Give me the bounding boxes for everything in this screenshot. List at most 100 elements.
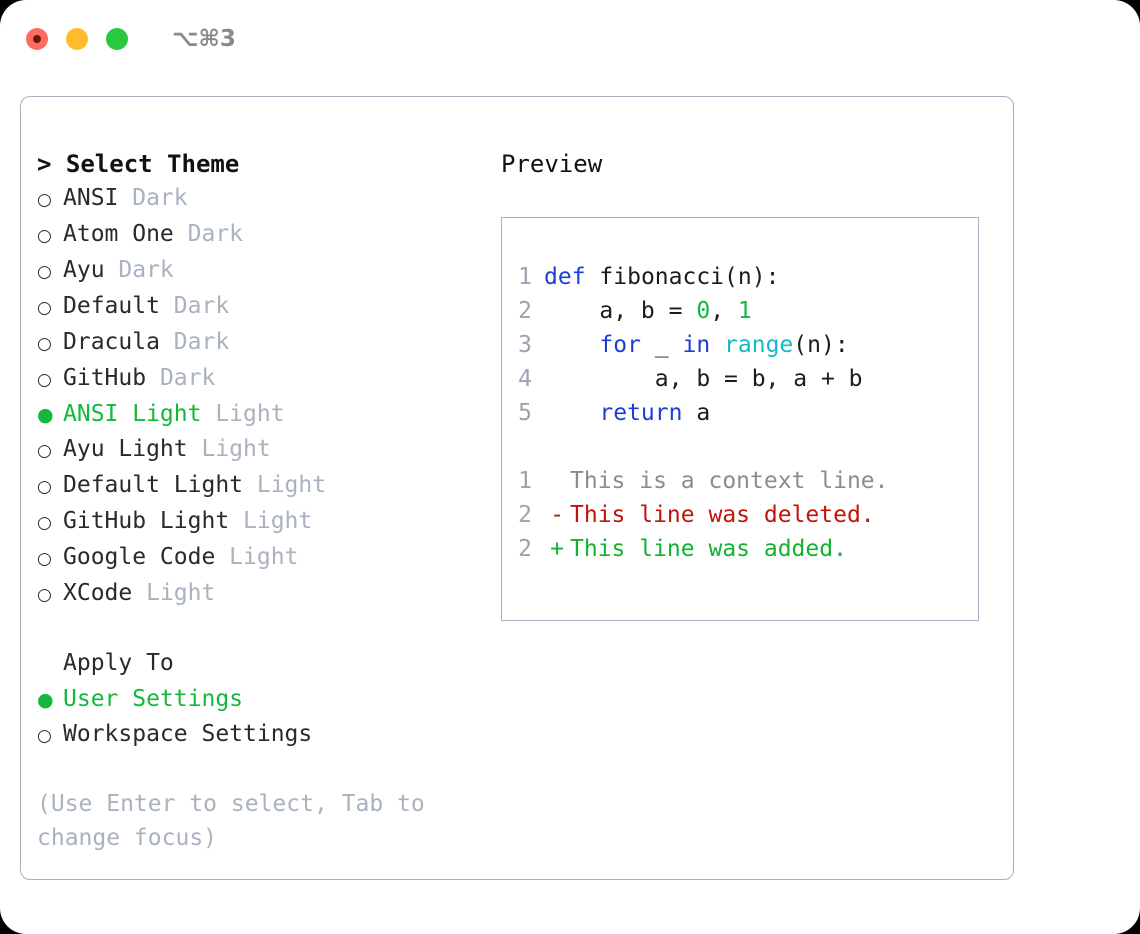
radio-selected-icon[interactable]: ● (37, 689, 54, 711)
diff-line: 1 This is a context line. (502, 464, 978, 498)
code-token-kw: return (599, 400, 683, 426)
theme-option-variant: Light (132, 580, 216, 606)
diff-marker: + (550, 536, 564, 562)
apply-to-option-label: Workspace Settings (63, 721, 313, 747)
theme-option-variant: Light (229, 508, 313, 534)
theme-option-label: Default Light (63, 472, 244, 498)
minimize-button[interactable] (66, 28, 88, 50)
apply-to-heading: Apply To (63, 650, 174, 676)
theme-option-ansi[interactable]: ○ ANSI Dark (37, 181, 497, 217)
theme-option-variant: Dark (159, 293, 230, 319)
diff-line-number: 2 (518, 502, 532, 528)
radio-unselected-icon[interactable]: ○ (37, 226, 52, 246)
theme-option-ayu[interactable]: ○ Ayu Dark (37, 253, 497, 289)
keyboard-shortcut-label: ⌥⌘3 (172, 26, 236, 52)
code-token-kw: def (544, 264, 586, 290)
code-line-number: 5 (518, 400, 532, 426)
code-token-num: 0 (696, 298, 711, 324)
code-token-plain (586, 264, 600, 290)
theme-option-variant: Dark (104, 257, 174, 283)
apply-to-option-user-settings[interactable]: ●User Settings (37, 682, 497, 717)
code-token-plain: a (682, 400, 711, 426)
theme-option-label: Default (63, 293, 160, 319)
theme-picker-column: > Select Theme ○ANSI Dark○Atom One Dark○… (37, 147, 497, 855)
code-line-text: for _ in range(n): (544, 328, 848, 362)
radio-selected-icon[interactable]: ● (37, 404, 54, 426)
radio-unselected-icon[interactable]: ○ (37, 190, 52, 210)
code-token-kw: in (682, 332, 711, 358)
theme-option-variant: Light (215, 544, 299, 570)
theme-option-variant: Dark (118, 185, 188, 211)
code-line-text: a, b = b, a + b (544, 362, 863, 396)
theme-option-label: ANSI Light (63, 401, 202, 427)
theme-option-variant: Dark (159, 329, 230, 355)
theme-option-github[interactable]: ○ GitHub Dark (37, 361, 497, 397)
theme-option-label: Dracula (63, 329, 160, 355)
code-token-kw: for (599, 332, 641, 358)
diff-line-text: This is a context line. (570, 468, 889, 494)
diff-line: 2+This line was added. (502, 532, 978, 566)
theme-option-default-light[interactable]: ○ Default Light Light (37, 468, 497, 504)
code-line-number: 2 (518, 298, 532, 324)
apply-to-list: ●User Settings ○ Workspace Settings (37, 682, 497, 753)
radio-unselected-icon[interactable]: ○ (37, 513, 52, 533)
code-token-plain (710, 332, 724, 358)
theme-option-label: Ayu Light (63, 436, 188, 462)
theme-option-variant: Light (187, 436, 271, 462)
theme-option-label: XCode (63, 580, 133, 606)
code-token-plain: a, b = (544, 298, 697, 324)
main-panel: > Select Theme ○ANSI Dark○Atom One Dark○… (20, 96, 1014, 880)
theme-list: ○ ANSI Dark ○ Atom One Dark ○ Ayu Dark ○ Defaul… (37, 181, 497, 612)
code-line-number: 4 (518, 366, 532, 392)
theme-option-label: GitHub (63, 365, 147, 391)
theme-option-variant: Dark (146, 365, 216, 391)
radio-unselected-icon[interactable]: ○ (37, 262, 52, 282)
spacer-icon: ○ (37, 648, 63, 682)
diff-marker: - (550, 502, 564, 528)
code-token-plain: _ (640, 332, 683, 358)
radio-unselected-icon[interactable]: ○ (37, 334, 52, 354)
theme-option-label: GitHub Light (63, 508, 230, 534)
code-token-plain: , (710, 298, 738, 324)
apply-to-option-workspace-settings[interactable]: ○ Workspace Settings (37, 717, 497, 753)
code-line-number: 1 (518, 264, 532, 290)
maximize-button[interactable] (106, 28, 128, 50)
radio-unselected-icon[interactable]: ○ (37, 477, 52, 497)
code-line: 3 for _ in range(n): (502, 328, 978, 362)
theme-option-variant: Light (201, 401, 285, 427)
title-bar: ⌥⌘3 (0, 0, 1140, 78)
theme-option-label: ANSI (63, 185, 119, 211)
radio-unselected-icon[interactable]: ○ (37, 726, 52, 746)
radio-unselected-icon[interactable]: ○ (37, 441, 52, 461)
theme-option-dracula[interactable]: ○ Dracula Dark (37, 325, 497, 361)
theme-option-ansi-light[interactable]: ● ANSI Light Light (37, 397, 497, 432)
diff-line-text: This line was added. (570, 536, 847, 562)
theme-option-label: Google Code (63, 544, 216, 570)
theme-option-label: Ayu (63, 257, 105, 283)
code-line: 2 a, b = 0, 1 (502, 294, 978, 328)
theme-option-variant: Light (243, 472, 327, 498)
code-token-plain (544, 400, 599, 426)
theme-option-ayu-light[interactable]: ○ Ayu Light Light (37, 432, 497, 468)
theme-option-xcode[interactable]: ○ XCode Light (37, 576, 497, 612)
radio-unselected-icon[interactable]: ○ (37, 585, 52, 605)
diff-marker (544, 464, 570, 498)
theme-option-atom-one[interactable]: ○Atom One Dark (37, 217, 497, 253)
code-line: 5 return a (502, 396, 978, 430)
theme-option-default[interactable]: ○ Default Dark (37, 289, 497, 325)
code-token-fn: range (724, 332, 794, 358)
theme-option-label: Atom One (63, 221, 174, 247)
theme-option-github-light[interactable]: ○ GitHub Light Light (37, 504, 497, 540)
radio-unselected-icon[interactable]: ○ (37, 370, 52, 390)
radio-unselected-icon[interactable]: ○ (37, 298, 52, 318)
preview-heading: Preview (501, 150, 603, 178)
theme-option-google-code[interactable]: ○ Google Code Light (37, 540, 497, 576)
close-button[interactable] (26, 28, 48, 50)
radio-unselected-icon[interactable]: ○ (37, 549, 52, 569)
select-theme-heading: > Select Theme (37, 150, 240, 178)
